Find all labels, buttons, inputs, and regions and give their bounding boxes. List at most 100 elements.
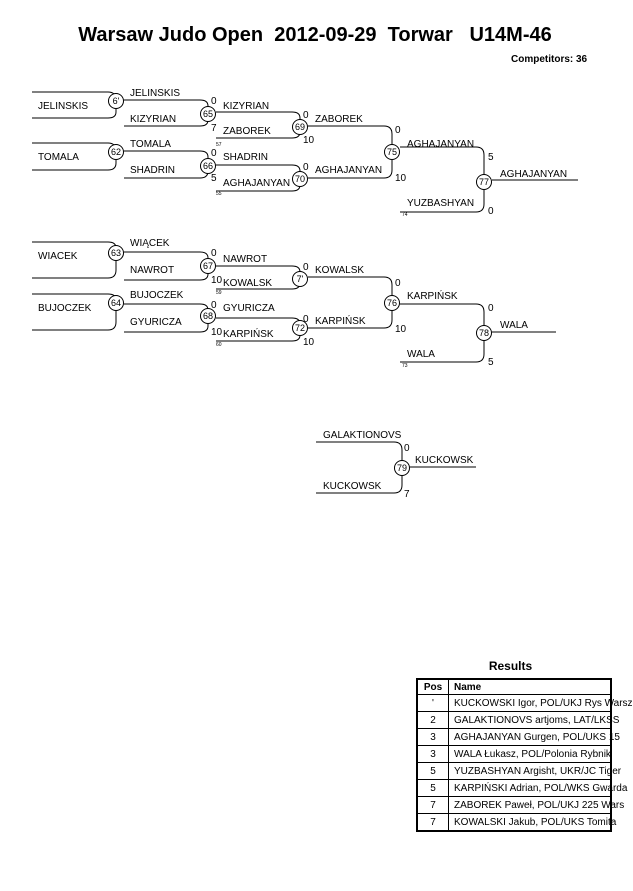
competitor-name: TOMALA [38,152,79,163]
score: 7 [404,489,410,500]
competitor-name: ZABOREK [315,114,363,125]
score: 10 [395,173,407,184]
result-name: KUCKOWSKI Igor, POL/UKJ Rys Warsz [448,694,633,712]
score: 0 [303,314,309,325]
competitor-name: YUZBASHYAN [407,198,474,209]
match-number: 6' [113,96,120,106]
match-number: 68 [203,311,213,321]
competitor-name: NAWROT [223,254,267,265]
score: 0 [303,262,309,273]
competitor-name: KUCKOWSK [323,481,382,492]
match-circle-79 [394,460,410,476]
competitor-name: KARPIŃSK [223,327,274,340]
result-pos: 7 [416,813,449,832]
competitor-name: GALAKTIONOVS [323,430,402,441]
match-circle-63 [108,245,124,261]
match-circle-65 [200,106,216,122]
score: 10 [303,135,315,146]
match-note: 73 [402,363,408,369]
competitor-name: KARPIŃSK [407,289,458,302]
match-number: 78 [479,328,489,338]
match-number: 70 [295,174,305,184]
match-note: 55 [216,191,222,197]
match-number: 63 [111,248,121,258]
competitor-name: AGHAJANYAN [223,178,290,189]
competitors-count: Competitors: 36 [511,54,588,65]
match-circle-61 [108,93,124,109]
table-row: 7 ZABOREK Paweł, POL/UKJ 225 Wars [416,796,624,814]
result-name: ZABOREK Paweł, POL/UKJ 225 Wars [448,796,624,814]
competitor-name: BUJOCZEK [38,303,92,314]
competitor-name: GYURICZA [130,317,182,328]
competitor-name: KOWALSK [223,278,272,289]
score: 10 [211,327,223,338]
competitor-name: KIZYRIAN [223,101,269,112]
match-number: 72 [295,323,305,333]
match-circle-76 [384,295,400,311]
result-name: WALA Łukasz, POL/Polonia Rybnik [448,745,612,763]
result-pos: 5 [416,762,449,780]
score: 0 [211,300,217,311]
table-row: 5 KARPIŃSKI Adrian, POL/WKS Gwarda [416,779,627,797]
table-row: 3 WALA Łukasz, POL/Polonia Rybnik [416,745,612,763]
match-circle-68 [200,308,216,324]
result-name: KOWALSKI Jakub, POL/UKS Tomita [448,813,616,832]
match-circle-71 [292,271,308,287]
match-circle-77 [476,174,492,190]
match-number: 64 [111,298,121,308]
result-pos: 7 [416,796,449,814]
score: 5 [488,152,494,163]
score: 0 [211,248,217,259]
competitor-name: JELINSKIS [38,101,88,112]
score: 10 [303,337,315,348]
score: 0 [488,206,494,217]
competitor-name: NAWROT [130,265,174,276]
score: 5 [488,357,494,368]
score: 0 [211,148,217,159]
competitor-name: AGHAJANYAN [315,165,382,176]
score: 10 [395,324,407,335]
score: 0 [211,96,217,107]
result-pos: 2 [416,711,449,729]
score: 0 [395,278,401,289]
table-row: 5 YUZBASHYAN Argisht, UKR/JC Tiger [416,762,621,780]
competitor-name: WALA [407,349,435,360]
match-number: 62 [111,147,121,157]
score: 7 [211,123,217,134]
result-pos: 5 [416,779,449,797]
score: 10 [211,275,223,286]
result-name: KARPIŃSKI Adrian, POL/WKS Gwarda [448,779,627,797]
competitor-name: KOWALSK [315,265,364,276]
competitor-name: AGHAJANYAN [500,169,567,180]
match-note: 60 [216,342,222,348]
results-title: Results [488,659,533,673]
results-table: Pos Name ' KUCKOWSKI Igor, POL/UKJ Rys W… [416,678,633,832]
match-circles [108,93,492,476]
competitor-name: TOMALA [130,139,171,150]
table-row: ' KUCKOWSKI Igor, POL/UKJ Rys Warsz [416,694,633,712]
competitor-name: WIĄCEK [130,238,170,249]
score: 0 [303,110,309,121]
match-number: 76 [387,298,397,308]
competitor-name: SHADRIN [223,152,268,163]
competitor-name: KIZYRIAN [130,114,176,125]
match-number: 69 [295,122,305,132]
table-row: 7 KOWALSKI Jakub, POL/UKS Tomita [416,813,616,832]
competitor-name: WIACEK [38,251,78,262]
match-note: 59 [216,290,222,296]
match-number: 66 [203,161,213,171]
match-number: 65 [203,109,213,119]
match-circle-70 [292,171,308,187]
competitor-name: BUJOCZEK [130,290,184,301]
score: 0 [488,303,494,314]
match-circle-66 [200,158,216,174]
results-header-row: Pos Name [416,678,612,695]
match-circle-78 [476,325,492,341]
match-number: 7' [297,274,304,284]
match-circle-72 [292,320,308,336]
results-header-name: Name [448,678,612,695]
result-name: AGHAJANYAN Gurgen, POL/UKS 15 [448,728,620,746]
score: 0 [404,443,410,454]
result-pos: ' [416,694,449,712]
